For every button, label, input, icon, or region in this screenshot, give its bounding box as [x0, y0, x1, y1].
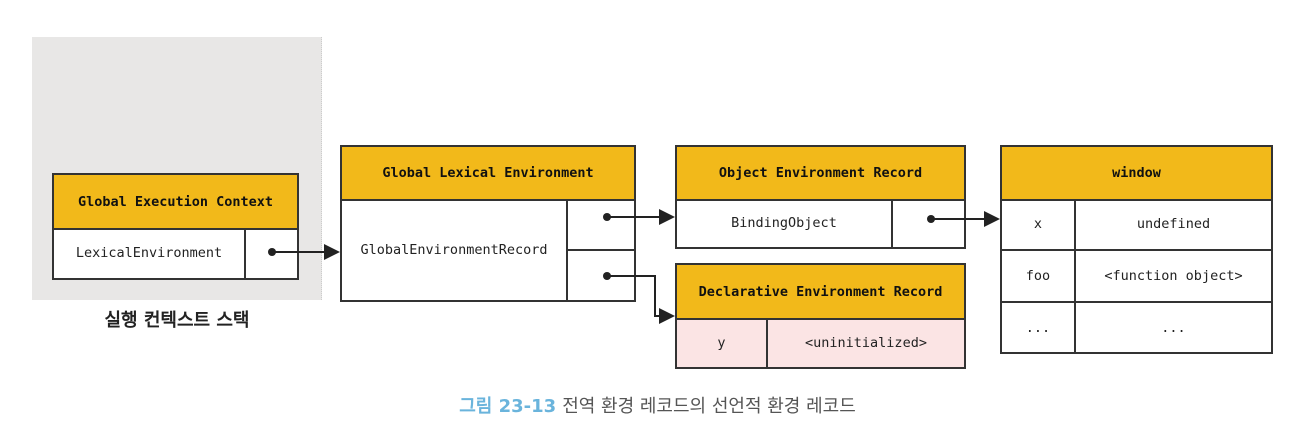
figure-number: 그림 23-13	[459, 396, 557, 417]
divider	[1002, 301, 1271, 303]
figure-caption-text: 전역 환경 레코드의 선언적 환경 레코드	[562, 396, 856, 417]
arrow-oer-to-window	[927, 211, 1000, 227]
arrow-gle-to-der	[603, 272, 675, 324]
window-key: foo	[1025, 268, 1051, 284]
window-header: window	[1002, 147, 1271, 201]
global-lexical-environment: Global Lexical Environment GlobalEnviron…	[340, 145, 636, 302]
window-value: <function object>	[1104, 268, 1243, 284]
der-value: <uninitialized>	[805, 334, 927, 351]
window-value: undefined	[1136, 216, 1211, 232]
der-key: y	[717, 334, 726, 351]
window-key: x	[1033, 216, 1043, 232]
der-header: Declarative Environment Record	[677, 265, 964, 320]
divider	[244, 228, 246, 278]
gec-header: Global Execution Context	[54, 175, 297, 230]
divider	[766, 318, 768, 367]
declarative-environment-record: Declarative Environment Record y <uninit…	[675, 263, 966, 369]
window-value: ...	[1161, 319, 1186, 336]
arrow-gec-to-gle	[268, 244, 340, 260]
arrow-gle-to-oer	[603, 209, 675, 225]
window-object: window x undefined foo <function object>…	[1000, 145, 1273, 354]
gle-header: Global Lexical Environment	[342, 147, 634, 201]
object-environment-record: Object Environment Record BindingObject	[675, 145, 966, 249]
window-key: ...	[1025, 319, 1051, 336]
oer-field: BindingObject	[731, 215, 837, 231]
divider	[891, 199, 893, 247]
oer-header: Object Environment Record	[677, 147, 964, 201]
gle-field: GlobalEnvironmentRecord	[360, 241, 548, 258]
divider	[1002, 249, 1271, 251]
divider	[1074, 199, 1076, 352]
divider	[566, 249, 634, 251]
global-execution-context: Global Execution Context LexicalEnvironm…	[52, 173, 299, 280]
stack-label: 실행 컨텍스트 스택	[104, 310, 250, 331]
gec-field: LexicalEnvironment	[75, 245, 223, 261]
